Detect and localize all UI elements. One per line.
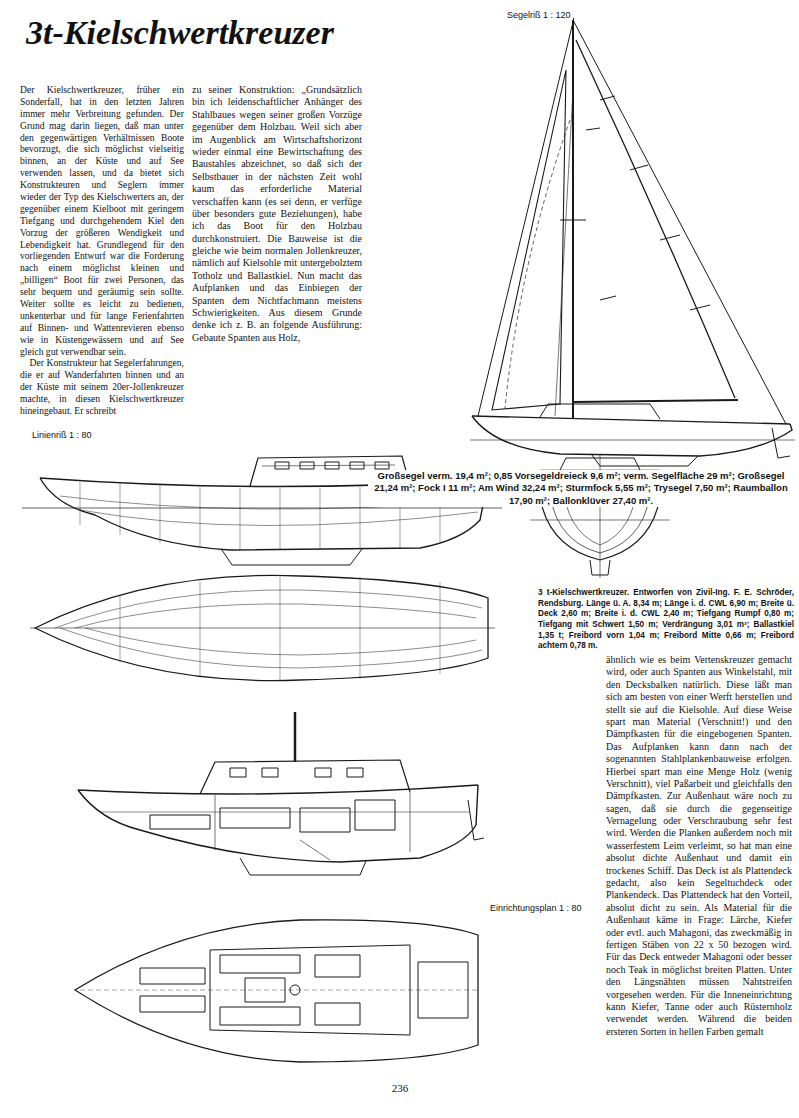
locker [315, 1003, 360, 1025]
arrangement-plan-view [75, 920, 478, 1062]
cabin-section [560, 458, 640, 470]
station [120, 596, 121, 662]
rigging-mark [600, 296, 616, 300]
cabin [200, 760, 410, 794]
ballast-keel [240, 858, 366, 875]
window [275, 462, 289, 469]
rigging-mark [586, 128, 600, 130]
waterline [100, 812, 470, 813]
centerline [80, 990, 478, 991]
centerline [30, 628, 495, 629]
jib [492, 70, 566, 410]
station [200, 487, 201, 548]
waterline [55, 590, 482, 628]
mast [572, 18, 574, 418]
sheer-line [78, 785, 478, 794]
page-number: 236 [380, 1082, 420, 1094]
waterline [75, 604, 476, 628]
window [262, 768, 278, 777]
station [80, 482, 81, 525]
hull-profile [78, 785, 478, 862]
drawing-title: Linienriß 1 : 80 [30, 430, 94, 440]
lines-plan-view [30, 575, 495, 680]
arrangement-profile [78, 712, 484, 875]
drawing-title: Einrichtungsplan 1 : 80 [488, 903, 584, 913]
station [360, 577, 361, 679]
batten [630, 165, 648, 170]
diagonal [60, 628, 482, 668]
station [360, 487, 361, 549]
drawing-title: Segelriß 1 : 120 [505, 10, 573, 20]
window [315, 768, 331, 777]
stations [120, 577, 440, 680]
station [280, 488, 281, 549]
window [325, 462, 339, 469]
bunk [220, 955, 300, 973]
window [347, 768, 363, 777]
deck-line [472, 416, 790, 424]
station [440, 582, 441, 674]
bunk [140, 996, 205, 1012]
window [375, 462, 389, 469]
station [240, 488, 241, 550]
batten [690, 305, 710, 310]
waterline [530, 520, 670, 521]
bunk [220, 1007, 300, 1025]
shroud [555, 90, 573, 416]
ballast-keel [222, 549, 362, 565]
mast-stub [294, 712, 297, 762]
sail-areas: Großsegel verm. 19,4 m²; 0,85 Vorsegeldr… [368, 470, 794, 507]
body-paragraph: Der Kielschwertkreuzer, früher ein Sonde… [20, 84, 184, 357]
ballast-keel [592, 455, 698, 466]
genoa-outline [505, 120, 570, 408]
bulkhead [215, 795, 216, 850]
body-text: zu seiner Konstruktion: „Grundsätzlich b… [192, 84, 362, 344]
centreboard [300, 840, 330, 860]
galley [300, 808, 350, 832]
waterline [470, 440, 795, 441]
backstay [573, 20, 786, 424]
body-paragraph: Der Konstrukteur hat Segelerfahrungen, d… [20, 357, 184, 416]
bunk [140, 968, 205, 984]
sail-plan [470, 18, 795, 466]
rudder [468, 800, 484, 840]
station [160, 485, 161, 543]
waterline [22, 508, 502, 509]
batten [600, 96, 615, 100]
window [300, 462, 314, 469]
galley [315, 955, 360, 977]
forestay [478, 22, 573, 416]
rudder [772, 428, 790, 458]
mainsail-leech [576, 40, 735, 398]
text-column: Der Kielschwertkreuzer, früher ein Sonde… [20, 84, 184, 417]
window [350, 462, 364, 469]
spreader [560, 220, 586, 221]
station [200, 582, 201, 676]
hull-outline [75, 920, 478, 1062]
figure-caption: 3 t-Kielschwertkreuzer. Entworfen von Zi… [538, 588, 794, 652]
bulkhead [410, 792, 411, 852]
bunk [220, 808, 290, 828]
window [230, 768, 246, 777]
station [120, 483, 121, 535]
buttock-line [80, 510, 478, 526]
locker [355, 800, 395, 830]
cabin [540, 404, 660, 419]
body-text: ähnlich wie es beim Vertenskreuzer gemac… [606, 654, 792, 1038]
station [320, 488, 321, 549]
keel-section [590, 560, 610, 575]
boom [573, 400, 738, 402]
page-title: 3t-Kielschwertkreuzer [26, 14, 386, 51]
hull [472, 416, 792, 456]
batten [660, 235, 680, 240]
diagonal [85, 628, 476, 655]
station [280, 577, 281, 680]
bunk [150, 815, 210, 829]
